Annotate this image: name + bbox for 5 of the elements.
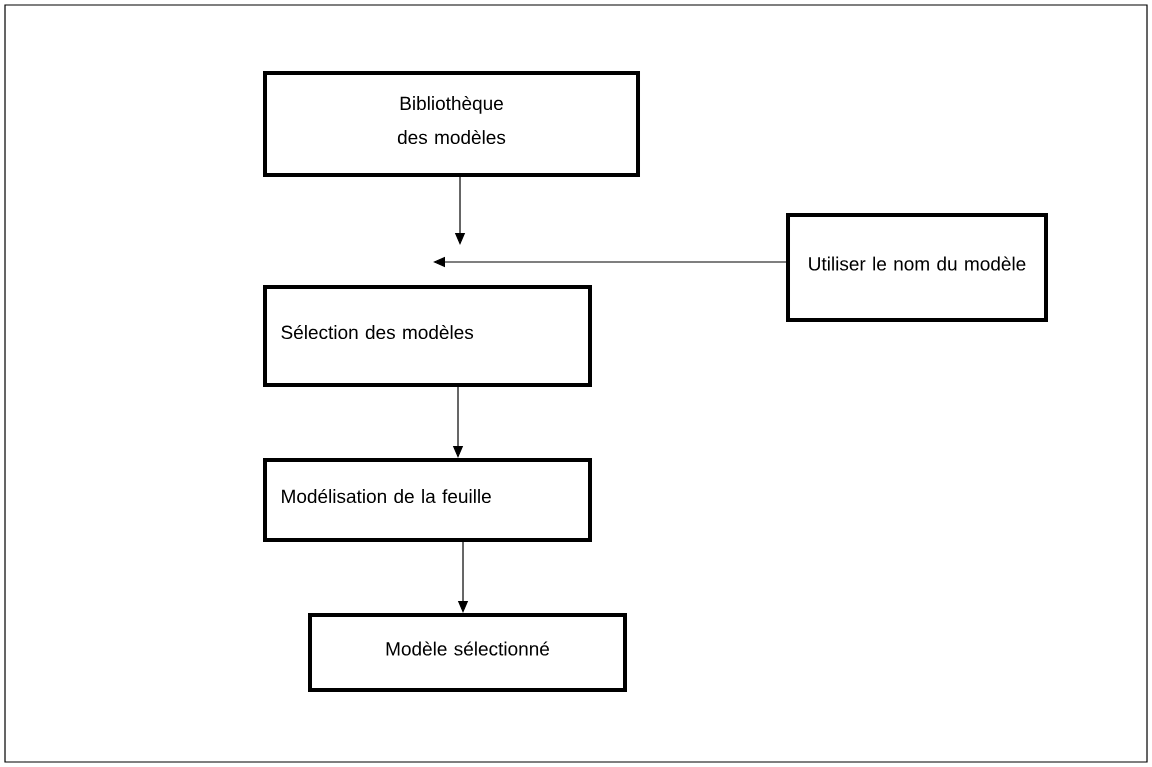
process-box: Utiliser le nom du modèle	[786, 213, 1048, 322]
process-box: Modèle sélectionné	[308, 613, 627, 692]
process-box: Modélisation de la feuille	[263, 458, 592, 542]
process-box: Bibliothèque des modèles	[263, 71, 640, 177]
process-box: Sélection des modèles	[263, 285, 592, 387]
